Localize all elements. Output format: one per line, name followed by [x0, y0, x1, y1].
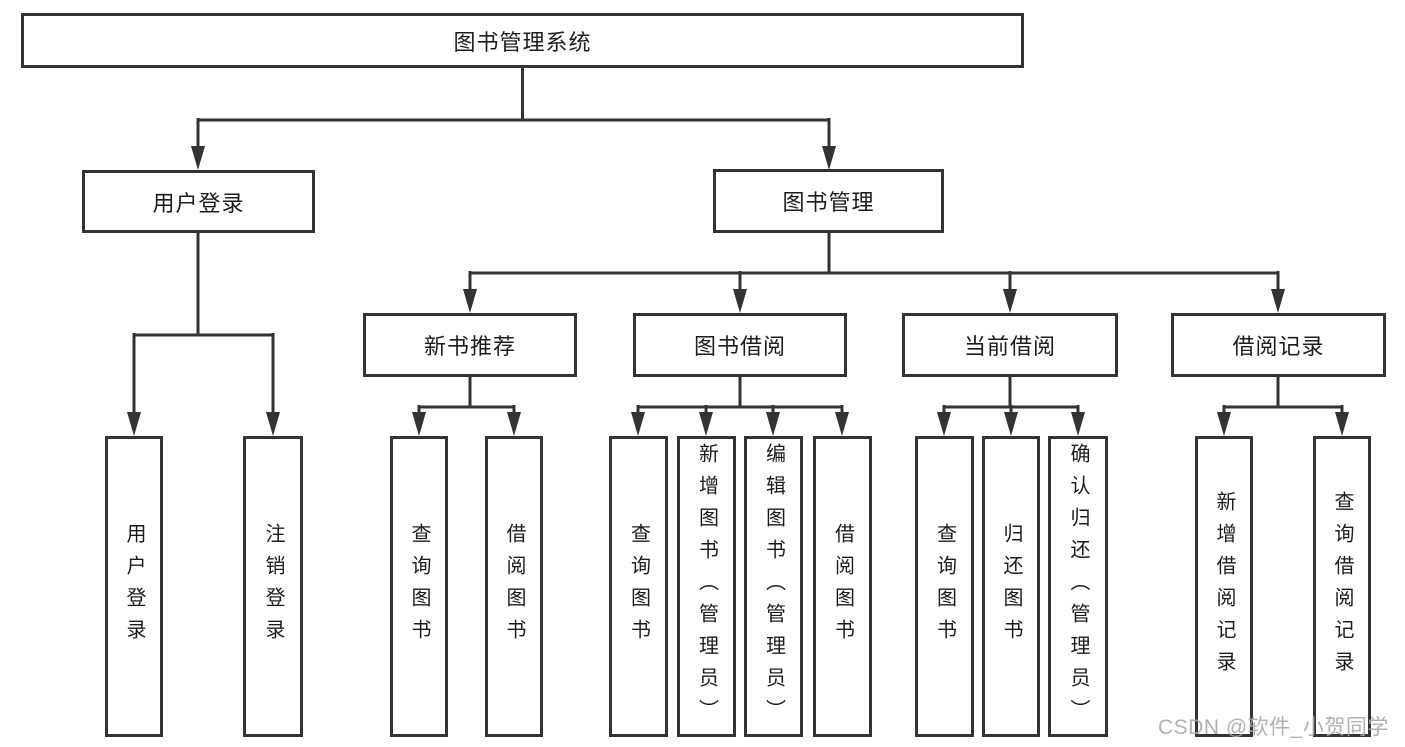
arrowhead — [733, 289, 747, 313]
node-borrowing-records: 借阅记录 — [1171, 313, 1386, 377]
node-label: 用户登录 — [123, 522, 145, 651]
node-current-borrowing: 当前借阅 — [902, 313, 1118, 377]
node-label: 查询图书 — [627, 522, 650, 651]
arrowhead — [1335, 412, 1349, 436]
csdn-watermark: CSDN @软件_小贺同学 — [1158, 716, 1389, 739]
arrowhead — [822, 146, 836, 170]
connector-line — [417, 377, 516, 416]
arrowhead — [1217, 412, 1231, 436]
connector-line — [636, 377, 844, 416]
connector-line — [1222, 377, 1344, 416]
node-label: 图书管理系统 — [453, 29, 592, 55]
arrowhead — [412, 412, 426, 436]
leaf-query-books-2: 查询图书 — [609, 436, 668, 737]
arrowhead — [1271, 289, 1285, 313]
node-label: 借阅记录 — [1232, 334, 1325, 359]
node-label: 新增图书（管理员） — [695, 442, 718, 731]
node-label: 借阅图书 — [503, 522, 525, 651]
node-user-login: 用户登录 — [82, 170, 315, 233]
node-label: 注销登录 — [262, 522, 284, 651]
leaf-user-login: 用户登录 — [105, 436, 163, 737]
leaf-add-book-admin: 新增图书（管理员） — [677, 436, 736, 737]
node-label: 图书管理 — [782, 190, 875, 215]
node-label: 查询图书 — [408, 522, 430, 651]
leaf-borrow-books-2: 借阅图书 — [813, 436, 872, 737]
leaf-query-books-3: 查询图书 — [915, 436, 974, 737]
connector-line — [468, 233, 1280, 292]
arrowhead — [699, 412, 713, 436]
node-label: 确认归还（管理员） — [1067, 442, 1089, 731]
arrowhead — [191, 146, 205, 170]
node-label: 借阅图书 — [831, 522, 854, 651]
node-book-borrowing: 图书借阅 — [633, 313, 847, 377]
arrowhead — [937, 412, 951, 436]
leaf-confirm-return-admin: 确认归还（管理员） — [1048, 436, 1108, 737]
arrowhead — [1004, 412, 1018, 436]
node-label: 归还图书 — [1000, 522, 1022, 651]
arrowhead — [1003, 289, 1017, 313]
arrowhead — [463, 289, 477, 313]
node-label: 图书借阅 — [693, 334, 786, 359]
node-label: 查询图书 — [933, 522, 956, 651]
leaf-add-borrow-record: 新增借阅记录 — [1195, 436, 1253, 737]
leaf-query-books-1: 查询图书 — [390, 436, 448, 737]
arrowhead — [127, 412, 141, 436]
leaf-logout: 注销登录 — [243, 436, 303, 737]
node-label: 编辑图书（管理员） — [762, 442, 785, 731]
connector-line — [196, 68, 831, 148]
leaf-borrow-books-1: 借阅图书 — [485, 436, 543, 737]
leaf-query-borrow-record: 查询借阅记录 — [1313, 436, 1371, 737]
node-new-book-recommend: 新书推荐 — [363, 313, 577, 377]
arrowhead — [631, 412, 645, 436]
node-label: 新书推荐 — [423, 334, 516, 359]
leaf-edit-book-admin: 编辑图书（管理员） — [744, 436, 803, 737]
node-label: 新增借阅记录 — [1213, 490, 1235, 683]
node-label: 用户登录 — [152, 190, 245, 216]
connector-line — [942, 377, 1080, 416]
arrowhead — [507, 412, 521, 436]
arrowhead — [766, 412, 780, 436]
arrowhead — [1071, 412, 1085, 436]
node-label: 查询借阅记录 — [1331, 490, 1353, 683]
node-label: 当前借阅 — [963, 334, 1056, 359]
leaf-return-book: 归还图书 — [982, 436, 1040, 737]
arrowhead — [835, 412, 849, 436]
node-book-management: 图书管理 — [713, 169, 944, 233]
connector-line — [132, 233, 275, 414]
node-root-system: 图书管理系统 — [21, 13, 1024, 68]
arrowhead — [266, 412, 280, 436]
